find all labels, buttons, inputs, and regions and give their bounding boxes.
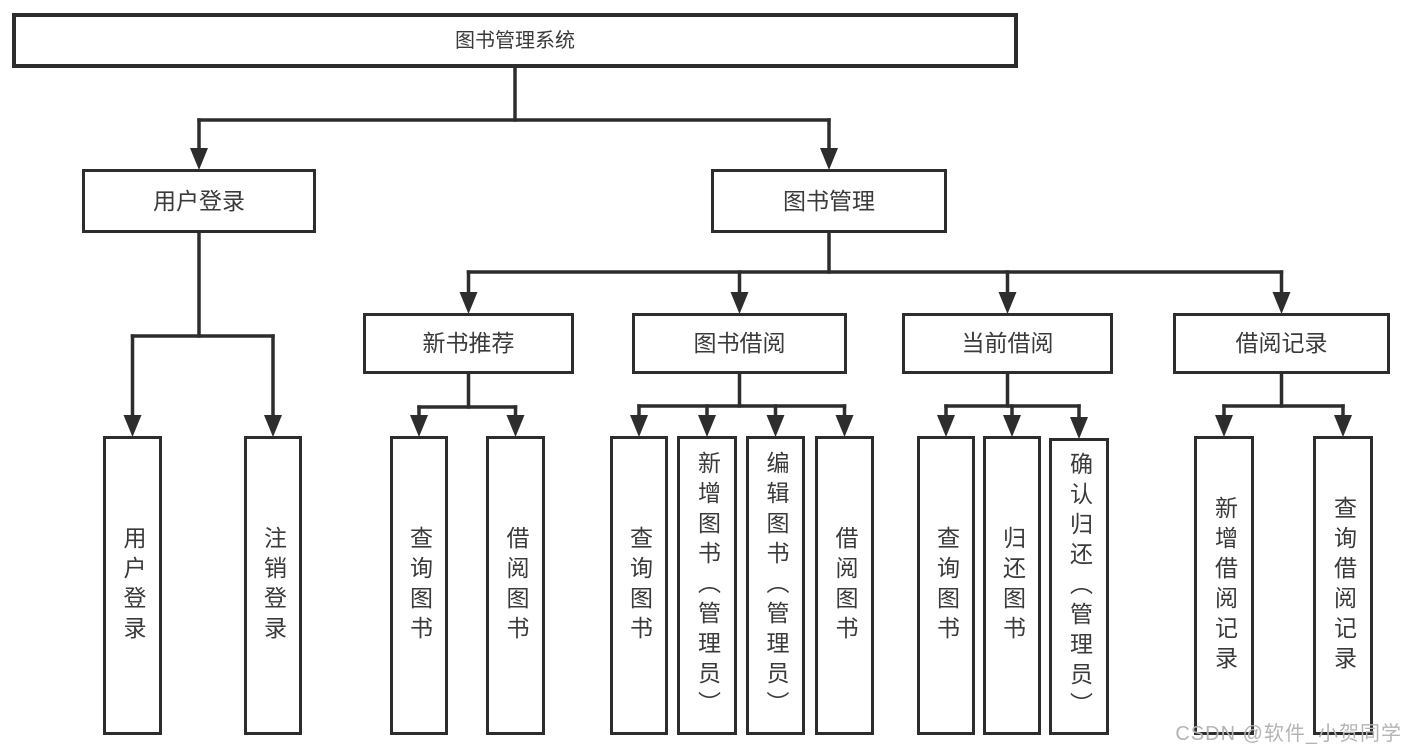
- arrowhead: [766, 415, 785, 437]
- arrowhead: [698, 415, 716, 437]
- node-user-login: 用户登录: [82, 169, 316, 233]
- node-root: 图书管理系统: [12, 13, 1018, 68]
- watermark: CSDN @软件_小贺同学: [1175, 723, 1402, 745]
- arrowhead: [1272, 292, 1291, 314]
- node-logout: 注销登录: [244, 436, 302, 735]
- arrowhead: [730, 292, 749, 314]
- node-edit-books-admin: 编辑图书（管理员）: [746, 436, 805, 735]
- node-login: 用户登录: [103, 436, 162, 735]
- node-current-borrow: 当前借阅: [902, 313, 1113, 374]
- node-new-book-rec: 新书推荐: [363, 313, 574, 374]
- arrowhead: [820, 148, 838, 170]
- node-query-books-1: 查询图书: [390, 436, 448, 735]
- node-return-books: 归还图书: [983, 436, 1041, 735]
- node-borrow-books-1: 借阅图书: [486, 436, 545, 735]
- node-book-mgmt: 图书管理: [711, 169, 947, 233]
- arrowhead: [835, 415, 854, 437]
- arrowhead: [123, 415, 142, 437]
- arrowhead: [264, 415, 282, 437]
- node-query-books-3: 查询图书: [917, 436, 975, 735]
- node-query-books-2: 查询图书: [610, 436, 668, 735]
- arrowhead: [506, 415, 525, 437]
- node-borrow-records: 借阅记录: [1173, 313, 1390, 374]
- node-book-borrow: 图书借阅: [632, 313, 847, 374]
- node-query-borrow-record: 查询借阅记录: [1313, 436, 1373, 735]
- arrowhead: [459, 292, 478, 314]
- arrowhead: [998, 292, 1017, 314]
- arrowhead: [1215, 415, 1233, 437]
- arrowhead: [190, 148, 208, 170]
- arrowhead: [1334, 415, 1352, 437]
- node-add-books-admin: 新增图书（管理员）: [677, 436, 737, 735]
- node-borrow-books-2: 借阅图书: [815, 436, 874, 735]
- arrowhead: [1070, 417, 1088, 439]
- arrowhead: [630, 415, 648, 437]
- node-add-borrow-record: 新增借阅记录: [1194, 436, 1254, 735]
- arrowhead: [937, 415, 955, 437]
- node-confirm-return-admin: 确认归还（管理员）: [1049, 438, 1109, 735]
- arrowhead: [410, 415, 428, 437]
- arrowhead: [1003, 415, 1021, 437]
